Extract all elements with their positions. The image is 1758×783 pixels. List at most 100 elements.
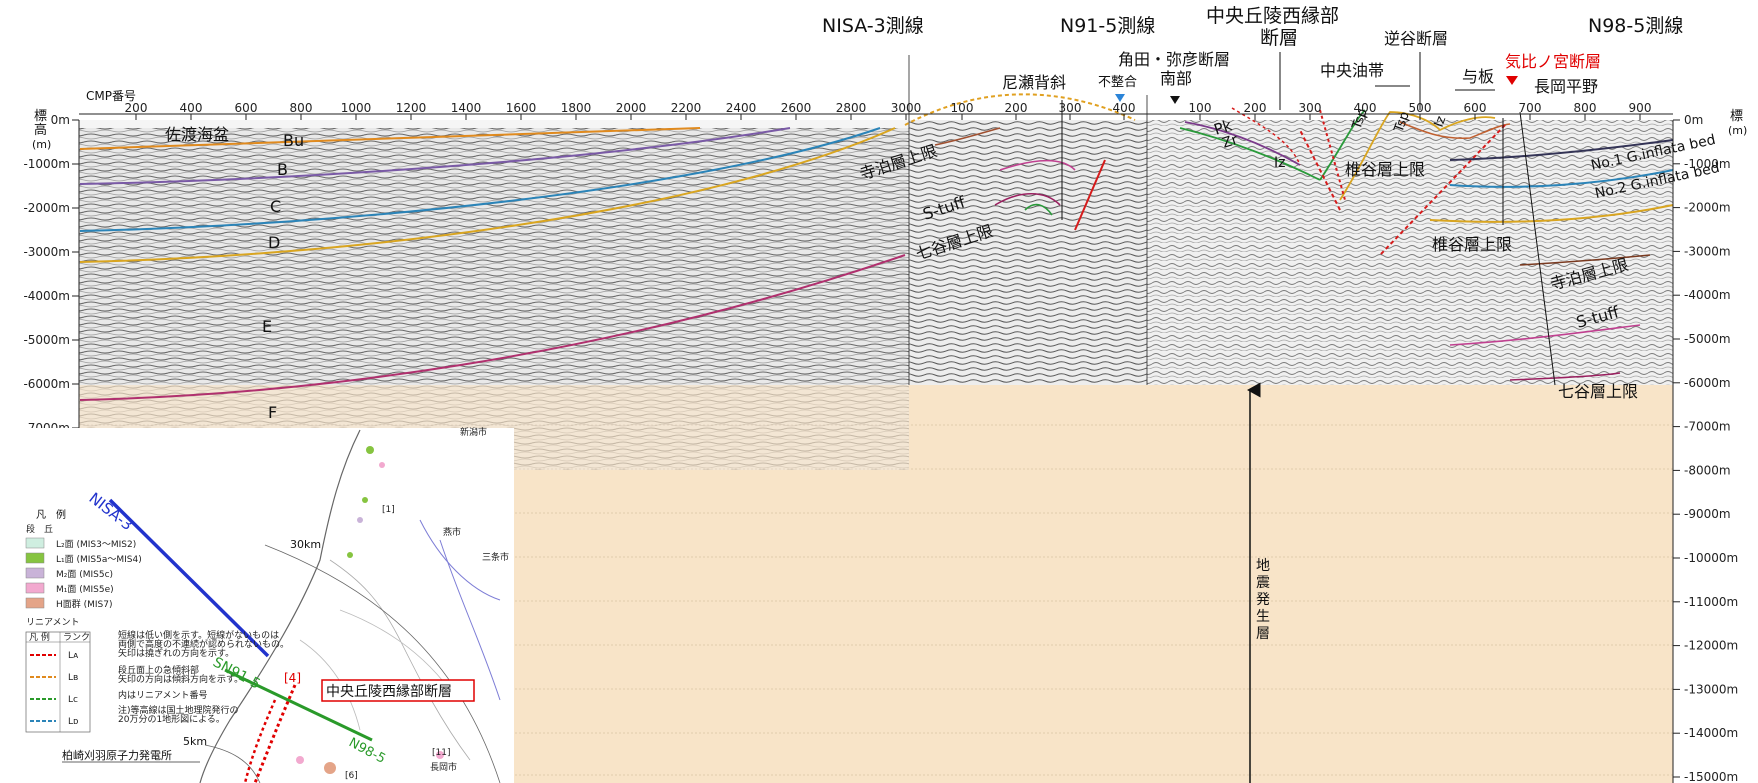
left-depth-tick-label: -2000m <box>23 201 70 215</box>
map-terrace-swatch <box>25 537 45 549</box>
left-depth-axis: 0m-1000m-2000m-3000m-4000m-5000m-6000m-7… <box>23 113 80 435</box>
label-shiidani1: 椎谷層上限 <box>1345 160 1425 179</box>
left-depth-tick-label: -6000m <box>23 377 70 391</box>
cmp-tick-a-label: 800 <box>290 101 313 115</box>
marker-fuseigou <box>1115 94 1125 102</box>
cmp-tick-a-label: 3000 <box>891 101 922 115</box>
cmp-tick-a-label: 1800 <box>561 101 592 115</box>
label-amaze: 尼瀬背斜 <box>1002 73 1066 92</box>
n91-horizon-stuff <box>999 159 1076 171</box>
label-seismogenic: 地 震 発 生 層 <box>1256 558 1270 642</box>
map-arc-5km <box>204 744 261 783</box>
cmp-label: CMP番号 <box>86 89 136 103</box>
header-n98-5: N98-5測線 <box>1588 15 1683 37</box>
anticline-dashed <box>904 93 1136 126</box>
right-depth-tick-label: -6000m <box>1684 376 1731 390</box>
cmp-tick-a-label: 600 <box>235 101 258 115</box>
cmp-tick-c-label: 400 <box>1354 101 1377 115</box>
n98-red-thin <box>1231 107 1301 166</box>
header-chuo-nishi-a: 中央丘陵西縁部 <box>1206 5 1339 27</box>
seismic-panel-n91 <box>909 120 1147 385</box>
map-place-3: 三条市 <box>482 551 509 563</box>
horizon-e <box>79 254 906 401</box>
map-5km: 5km <box>183 735 207 748</box>
map-npp: 柏崎刈羽原子力発電所 <box>62 748 172 762</box>
map-note-line: 矢印の方向は傾斜方向を示す。 <box>118 673 243 685</box>
map-lineament-rank: Lᴄ <box>68 695 78 705</box>
map-terrace-label: L₁面 (MIS5a〜MIS4) <box>56 554 142 565</box>
n91-horizon-nanatani <box>1024 203 1053 216</box>
header-nisa3: NISA-3測線 <box>822 15 924 37</box>
n91-fault-red <box>1074 159 1106 231</box>
header-kehinomiya: 気比ノ宮断層 <box>1505 52 1601 71</box>
right-depth-tick-label: -13000m <box>1684 682 1738 696</box>
n98-horizon-pk <box>1184 121 1301 166</box>
cmp-tick-a-label: 1000 <box>341 101 372 115</box>
map-fault-box-text: 中央丘陵西縁部断層 <box>326 684 452 700</box>
n98-fault-dashed <box>1299 129 1341 211</box>
map-terrace-label: H面群 (MIS7) <box>56 598 113 610</box>
map-terrace-swatch <box>25 582 45 594</box>
right-depth-tick-label: -7000m <box>1684 420 1731 434</box>
label-yoita: 与板 <box>1462 67 1494 86</box>
map-bracket-6: [6] <box>345 771 358 781</box>
horizon-b <box>79 127 791 185</box>
header-gyakudani: 逆谷断層 <box>1384 29 1448 48</box>
left-depth-tick-label: 0m <box>51 113 70 127</box>
right-depth-tick-label: -4000m <box>1684 288 1731 302</box>
n98-fault-kehinomiya <box>1379 124 1506 256</box>
cmp-tick-a-label: 2400 <box>726 101 757 115</box>
n98-horizon-dark <box>1449 139 1674 161</box>
left-depth-tick-label: -5000m <box>23 333 70 347</box>
n98-horizon-nanatani <box>1509 372 1621 381</box>
map-terrace-swatch <box>25 597 45 609</box>
label-fuseigou: 不整合 <box>1098 75 1137 90</box>
header-n91-5: N91-5測線 <box>1060 15 1155 37</box>
map-bracket-11: [11] <box>432 748 450 758</box>
label-tsp1: Tsp <box>1349 107 1371 133</box>
label-nanatani2: 七谷層上限 <box>1558 382 1638 401</box>
map-place-2: 燕市 <box>443 526 461 538</box>
map-lineament-hdr-1: 凡 例 <box>29 631 50 643</box>
map-note-line: 短線は低い側を示す。短線がないものは <box>118 629 279 641</box>
label-iz1: Iz <box>1274 155 1285 171</box>
right-depth-tick-label: -14000m <box>1684 726 1738 740</box>
cmp-tick-c-label: 300 <box>1299 101 1322 115</box>
left-depth-tick-label: -3000m <box>23 245 70 259</box>
right-depth-tick-label: -9000m <box>1684 507 1731 521</box>
map-place-1: 新潟市 <box>460 426 487 438</box>
map-terrace-legend: L₂面 (MIS3〜MIS2)L₁面 (MIS5a〜MIS4)M₂面 (MIS5… <box>25 537 142 610</box>
right-depth-tick-label: -2000m <box>1684 201 1731 215</box>
right-axis-unit: (m) <box>1728 124 1747 137</box>
svg-text:生: 生 <box>1256 609 1270 625</box>
map-note-line: 段丘面上の急傾斜部 <box>118 664 199 676</box>
map-note-line: 20万分の1地形図による。 <box>118 713 225 725</box>
left-axis-label-3: (m) <box>32 138 51 151</box>
right-depth-tick-label: 0m <box>1684 113 1703 127</box>
map-note-line: 矢印は撓ぎれの方向を示す。 <box>118 647 234 659</box>
right-depth-tick-label: -5000m <box>1684 332 1731 346</box>
map-lineament-title: リニアメント <box>26 618 80 628</box>
label-chuo-yuden: 中央油帯 <box>1320 61 1384 80</box>
label-shiidani2: 椎谷層上限 <box>1432 235 1512 254</box>
svg-text:層: 層 <box>1256 626 1270 642</box>
cmp-tick-c-label: 900 <box>1629 101 1652 115</box>
n98-axis-2 <box>1519 111 1556 386</box>
right-axis-label: 標 <box>1730 109 1743 124</box>
left-axis-label-2: 高 <box>34 122 47 138</box>
label-tsp2: Tsp <box>1391 110 1413 136</box>
header-kakuda-a: 角田・弥彦断層 <box>1118 50 1230 69</box>
map-legend-sub: 段 丘 <box>26 523 53 535</box>
right-depth-tick-label: -1000m <box>1684 157 1731 171</box>
horizon-d <box>79 127 896 263</box>
map-terrace-label: L₂面 (MIS3〜MIS2) <box>56 539 136 550</box>
right-depth-tick-label: -11000m <box>1684 595 1738 609</box>
cmp-tick-a-label: 2600 <box>781 101 812 115</box>
map-note-line: 両側で高度の不連続が認められないもの。 <box>118 638 289 650</box>
map-place-4: 長岡市 <box>430 761 457 773</box>
cmp-tick-a-label: 200 <box>125 101 148 115</box>
